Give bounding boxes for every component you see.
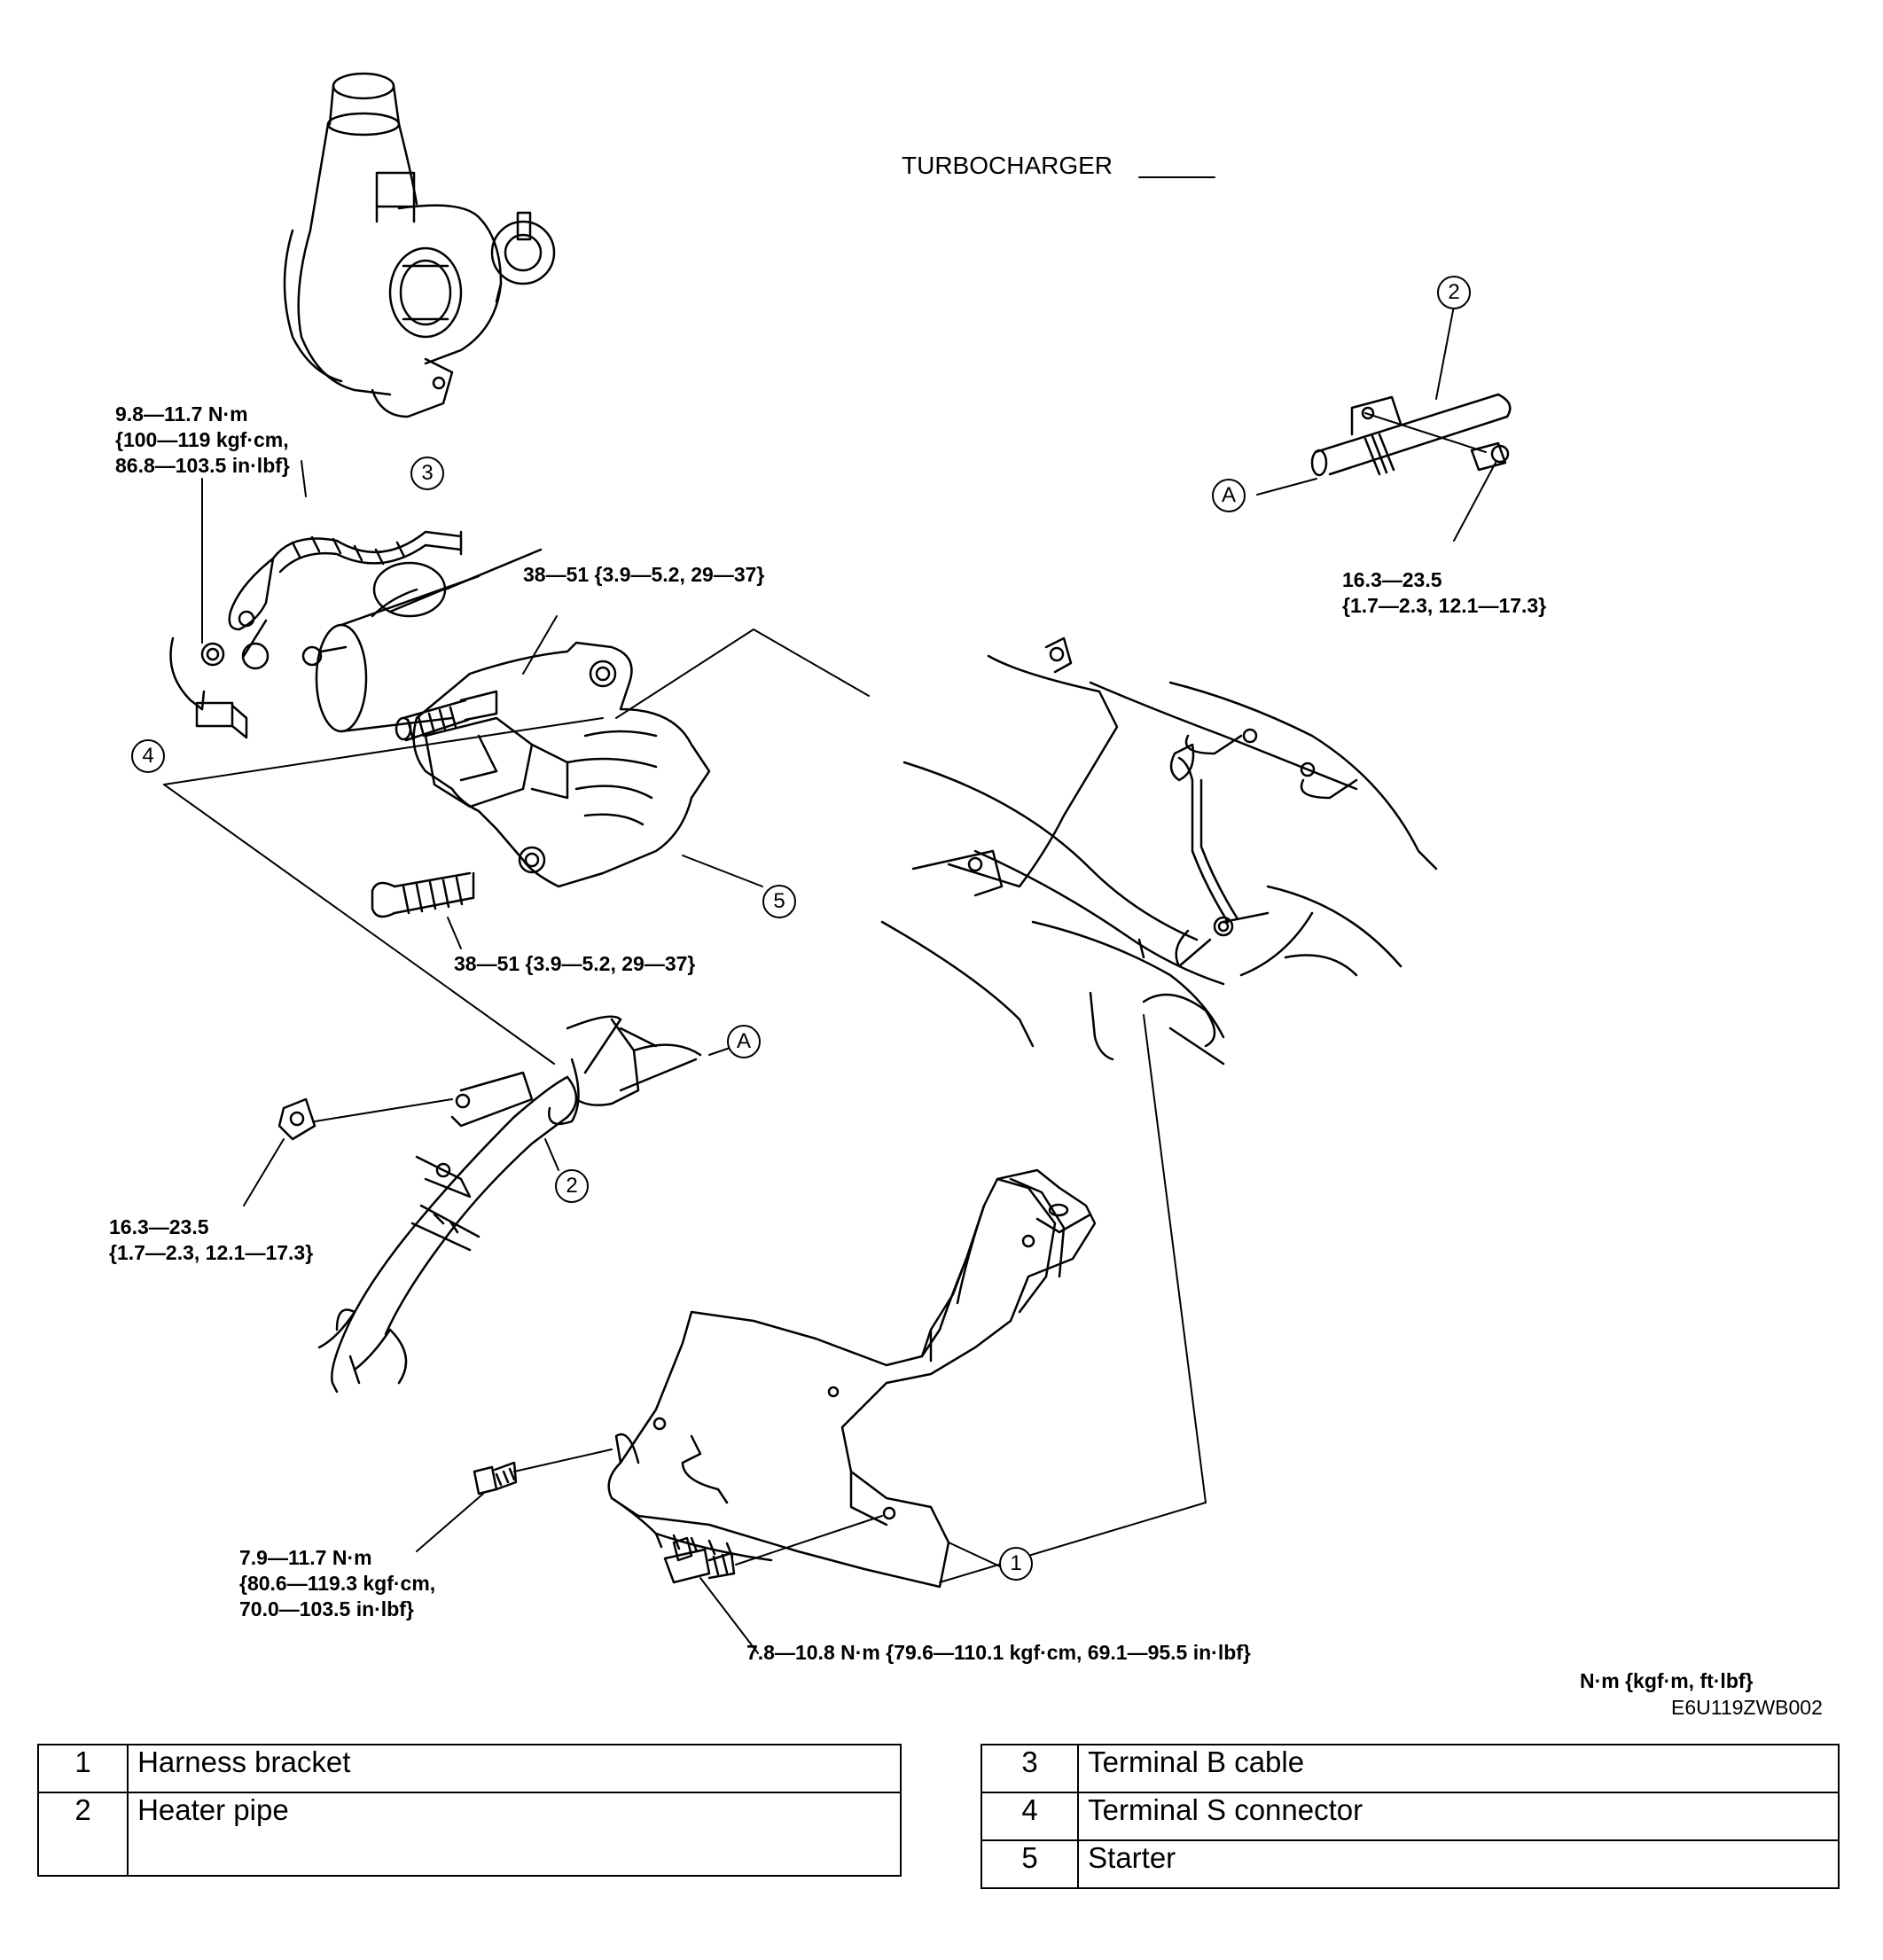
starter-lower-bolt-torque-label: 38—51 {3.9—5.2, 29—37}: [454, 952, 696, 975]
starter-upper-bolt-torque-label: 38—51 {3.9—5.2, 29—37}: [523, 563, 765, 586]
callout-1: 1: [999, 1547, 1033, 1581]
terminal-b-nut-torque-label: 9.8—11.7 N·m {100—119 kgf·cm, 86.8—103.5…: [115, 402, 290, 477]
callout-2-lower: 2: [555, 1169, 589, 1203]
legend-row: 2 Heater pipe: [36, 1792, 902, 1877]
torque-units-label: N·m {kgf·m, ft·lbf}: [1580, 1669, 1754, 1692]
legend-name: Starter: [1077, 1839, 1840, 1889]
heater-pipe-turbo-bolt-torque-label: 16.3—23.5 {1.7—2.3, 12.1—17.3}: [1342, 568, 1547, 617]
heater-pipe-nut-torque-label: 16.3—23.5 {1.7—2.3, 12.1—17.3}: [109, 1215, 314, 1264]
legend-name: Harness bracket: [127, 1744, 902, 1793]
heater-pipe-lower-section: [243, 1015, 741, 1394]
legend-name: Terminal B cable: [1077, 1744, 1840, 1793]
legend-row: 4 Terminal S connector: [980, 1792, 1840, 1841]
callout-4: 4: [131, 739, 165, 773]
callout-3: 3: [410, 457, 444, 490]
harness-bracket-drawing: [416, 1168, 1207, 1654]
turbocharger-drawing: [283, 72, 556, 418]
turbocharger-label: TURBOCHARGER: [902, 152, 1113, 179]
legend-number: 5: [980, 1839, 1080, 1889]
starter-removal-diagram: [163, 72, 1512, 1654]
parts-legend-right: 3 Terminal B cable 4 Terminal S connecto…: [980, 1744, 1840, 1889]
starter-drawing: [163, 460, 870, 1065]
heater-pipe-turbo-section: [1138, 176, 1512, 542]
parts-legend-left: 1 Harness bracket 2 Heater pipe: [36, 1744, 902, 1877]
legend-number: 4: [980, 1792, 1080, 1841]
legend-number: 2: [36, 1792, 129, 1877]
legend-row: 3 Terminal B cable: [980, 1744, 1840, 1793]
legend-row: 5 Starter: [980, 1839, 1840, 1889]
callout-a-turbo: A: [1212, 479, 1246, 512]
harness-bracket-upper-bolt-torque-label: 7.9—11.7 N·m {80.6—119.3 kgf·cm, 70.0—10…: [239, 1546, 436, 1620]
callout-a-lower: A: [727, 1025, 761, 1058]
callout-2-turbo: 2: [1437, 276, 1471, 309]
legend-row: 1 Harness bracket: [36, 1744, 902, 1793]
engine-block-drawing: [880, 636, 1438, 1503]
legend-name: Heater pipe: [127, 1792, 902, 1877]
legend-name: Terminal S connector: [1077, 1792, 1840, 1841]
figure-code-label: E6U119ZWB002: [1671, 1696, 1823, 1719]
legend-number: 3: [980, 1744, 1080, 1793]
legend-number: 1: [36, 1744, 129, 1793]
harness-bracket-lower-bolt-torque-label: 7.8—10.8 N·m {79.6—110.1 kgf·cm, 69.1—95…: [746, 1641, 1251, 1664]
callout-5: 5: [762, 885, 796, 918]
